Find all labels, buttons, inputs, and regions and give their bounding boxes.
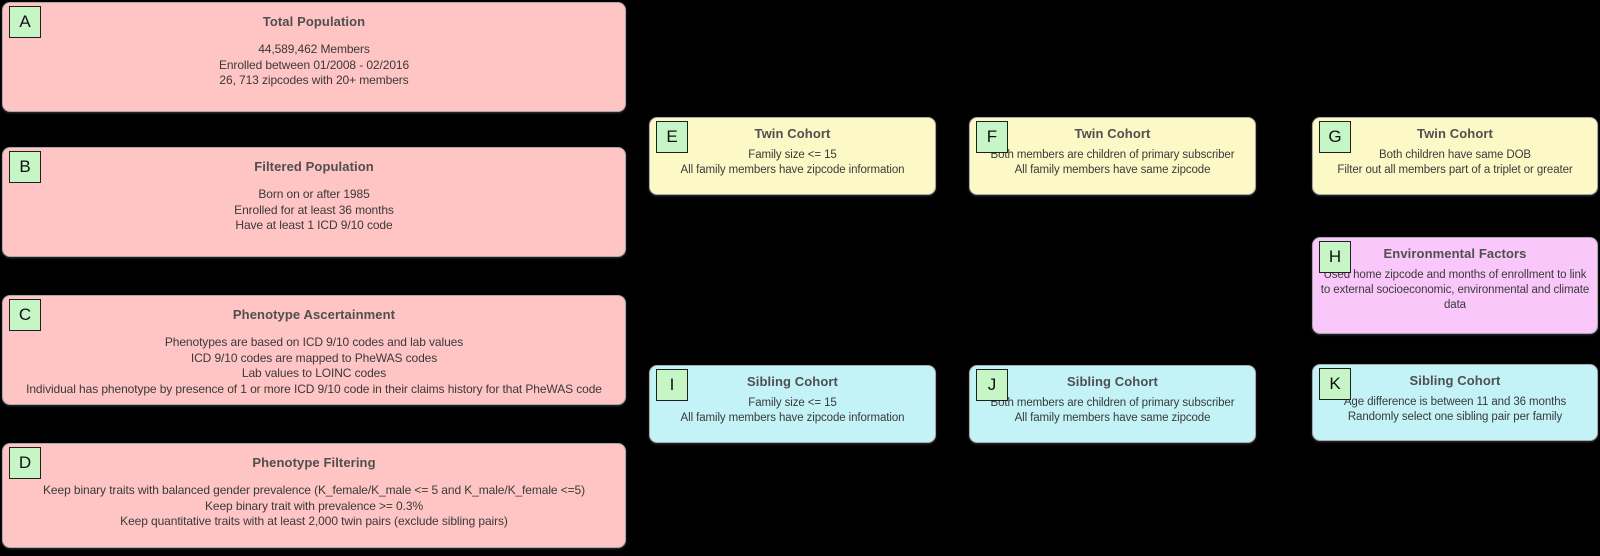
node-body: Both members are children of primary sub…: [970, 148, 1255, 178]
node-text-line: Keep binary traits with balanced gender …: [43, 483, 585, 497]
node-text-line: 26, 713 zipcodes with 20+ members: [219, 73, 409, 87]
node-text-line: Both members are children of primary sub…: [990, 149, 1235, 161]
node-text-line: All family members have zipcode informat…: [680, 164, 905, 176]
node-letter-badge: D: [9, 447, 41, 479]
node-twin-cohort-g: G Twin Cohort Both children have same DO…: [1312, 117, 1598, 195]
node-body: Keep binary traits with balanced gender …: [3, 483, 625, 530]
node-text-paragraph: Used home zipcode and months of enrollme…: [1320, 269, 1590, 311]
node-title: Total Population: [262, 14, 366, 29]
node-body: 44,589,462 Members Enrolled between 01/2…: [3, 42, 625, 89]
node-body: Age difference is between 11 and 36 mont…: [1313, 395, 1597, 425]
node-title: Environmental Factors: [1383, 246, 1527, 261]
node-sibling-cohort-k: K Sibling Cohort Age difference is betwe…: [1312, 364, 1598, 441]
node-body: Born on or after 1985 Enrolled for at le…: [3, 187, 625, 234]
node-total-population: A Total Population 44,589,462 Members En…: [2, 2, 626, 112]
node-letter-badge: J: [976, 369, 1008, 401]
node-filtered-population: B Filtered Population Born on or after 1…: [2, 147, 626, 257]
node-body: Phenotypes are based on ICD 9/10 codes a…: [3, 335, 625, 397]
node-text-line: Age difference is between 11 and 36 mont…: [1343, 396, 1567, 408]
node-text-line: ICD 9/10 codes are mapped to PheWAS code…: [190, 350, 438, 365]
node-text-line: Filter out all members part of a triplet…: [1337, 164, 1573, 176]
node-letter-badge: A: [9, 6, 41, 38]
node-letter-badge: E: [656, 121, 688, 153]
node-text-line: Family size <= 15: [748, 149, 837, 161]
node-title: Filtered Population: [254, 159, 374, 174]
node-text-line: Enrolled for at least 36 months: [234, 202, 394, 217]
node-title: Twin Cohort: [754, 126, 831, 141]
node-body: Both children have same DOB Filter out a…: [1313, 148, 1597, 178]
node-text-line: Keep quantitative traits with at least 2…: [120, 514, 508, 528]
node-sibling-cohort-j: J Sibling Cohort Both members are childr…: [969, 365, 1256, 443]
node-text-line: Phenotypes are based on ICD 9/10 codes a…: [164, 335, 464, 349]
node-environmental-factors: H Environmental Factors Used home zipcod…: [1312, 237, 1598, 334]
node-title: Sibling Cohort: [1409, 373, 1501, 388]
node-twin-cohort-f: F Twin Cohort Both members are children …: [969, 117, 1256, 195]
node-text-line: Family size <= 15: [748, 397, 837, 409]
node-text-line: Have at least 1 ICD 9/10 code: [235, 218, 393, 232]
node-letter-badge: C: [9, 299, 41, 331]
node-letter-badge: K: [1319, 368, 1351, 400]
node-body: Used home zipcode and months of enrollme…: [1313, 268, 1597, 313]
node-text-line: Enrolled between 01/2008 - 02/2016: [218, 57, 410, 72]
node-letter-badge: B: [9, 151, 41, 183]
node-text-line: Lab values to LOINC codes: [241, 366, 387, 380]
node-twin-cohort-e: E Twin Cohort Family size <= 15 All fami…: [649, 117, 936, 195]
node-title: Phenotype Ascertainment: [232, 307, 396, 322]
node-title: Phenotype Filtering: [252, 455, 376, 470]
node-title: Sibling Cohort: [747, 374, 838, 389]
node-title: Sibling Cohort: [1067, 374, 1158, 389]
node-letter-badge: I: [656, 369, 688, 401]
node-title: Twin Cohort: [1074, 126, 1151, 141]
node-text-line: Individual has phenotype by presence of …: [26, 381, 602, 396]
node-text-line: All family members have zipcode informat…: [680, 412, 905, 424]
node-body: Family size <= 15 All family members hav…: [650, 148, 935, 178]
node-text-line: All family members have same zipcode: [1014, 412, 1211, 424]
node-letter-badge: H: [1319, 241, 1351, 273]
node-text-line: Born on or after 1985: [258, 187, 370, 201]
node-title: Twin Cohort: [1417, 126, 1493, 141]
node-text-line: Keep binary trait with prevalence >= 0.3…: [204, 498, 424, 513]
node-body: Both members are children of primary sub…: [970, 396, 1255, 426]
node-text-line: Both members are children of primary sub…: [990, 397, 1235, 409]
node-phenotype-ascertainment: C Phenotype Ascertainment Phenotypes are…: [2, 295, 626, 405]
node-text-line: 44,589,462 Members: [258, 42, 370, 56]
node-text-line: Randomly select one sibling pair per fam…: [1347, 411, 1563, 423]
node-sibling-cohort-i: I Sibling Cohort Family size <= 15 All f…: [649, 365, 936, 443]
node-text-line: All family members have same zipcode: [1014, 164, 1211, 176]
node-text-line: Both children have same DOB: [1379, 149, 1531, 161]
node-letter-badge: F: [976, 121, 1008, 153]
node-letter-badge: G: [1319, 121, 1351, 153]
node-phenotype-filtering: D Phenotype Filtering Keep binary traits…: [2, 443, 626, 548]
node-body: Family size <= 15 All family members hav…: [650, 396, 935, 426]
